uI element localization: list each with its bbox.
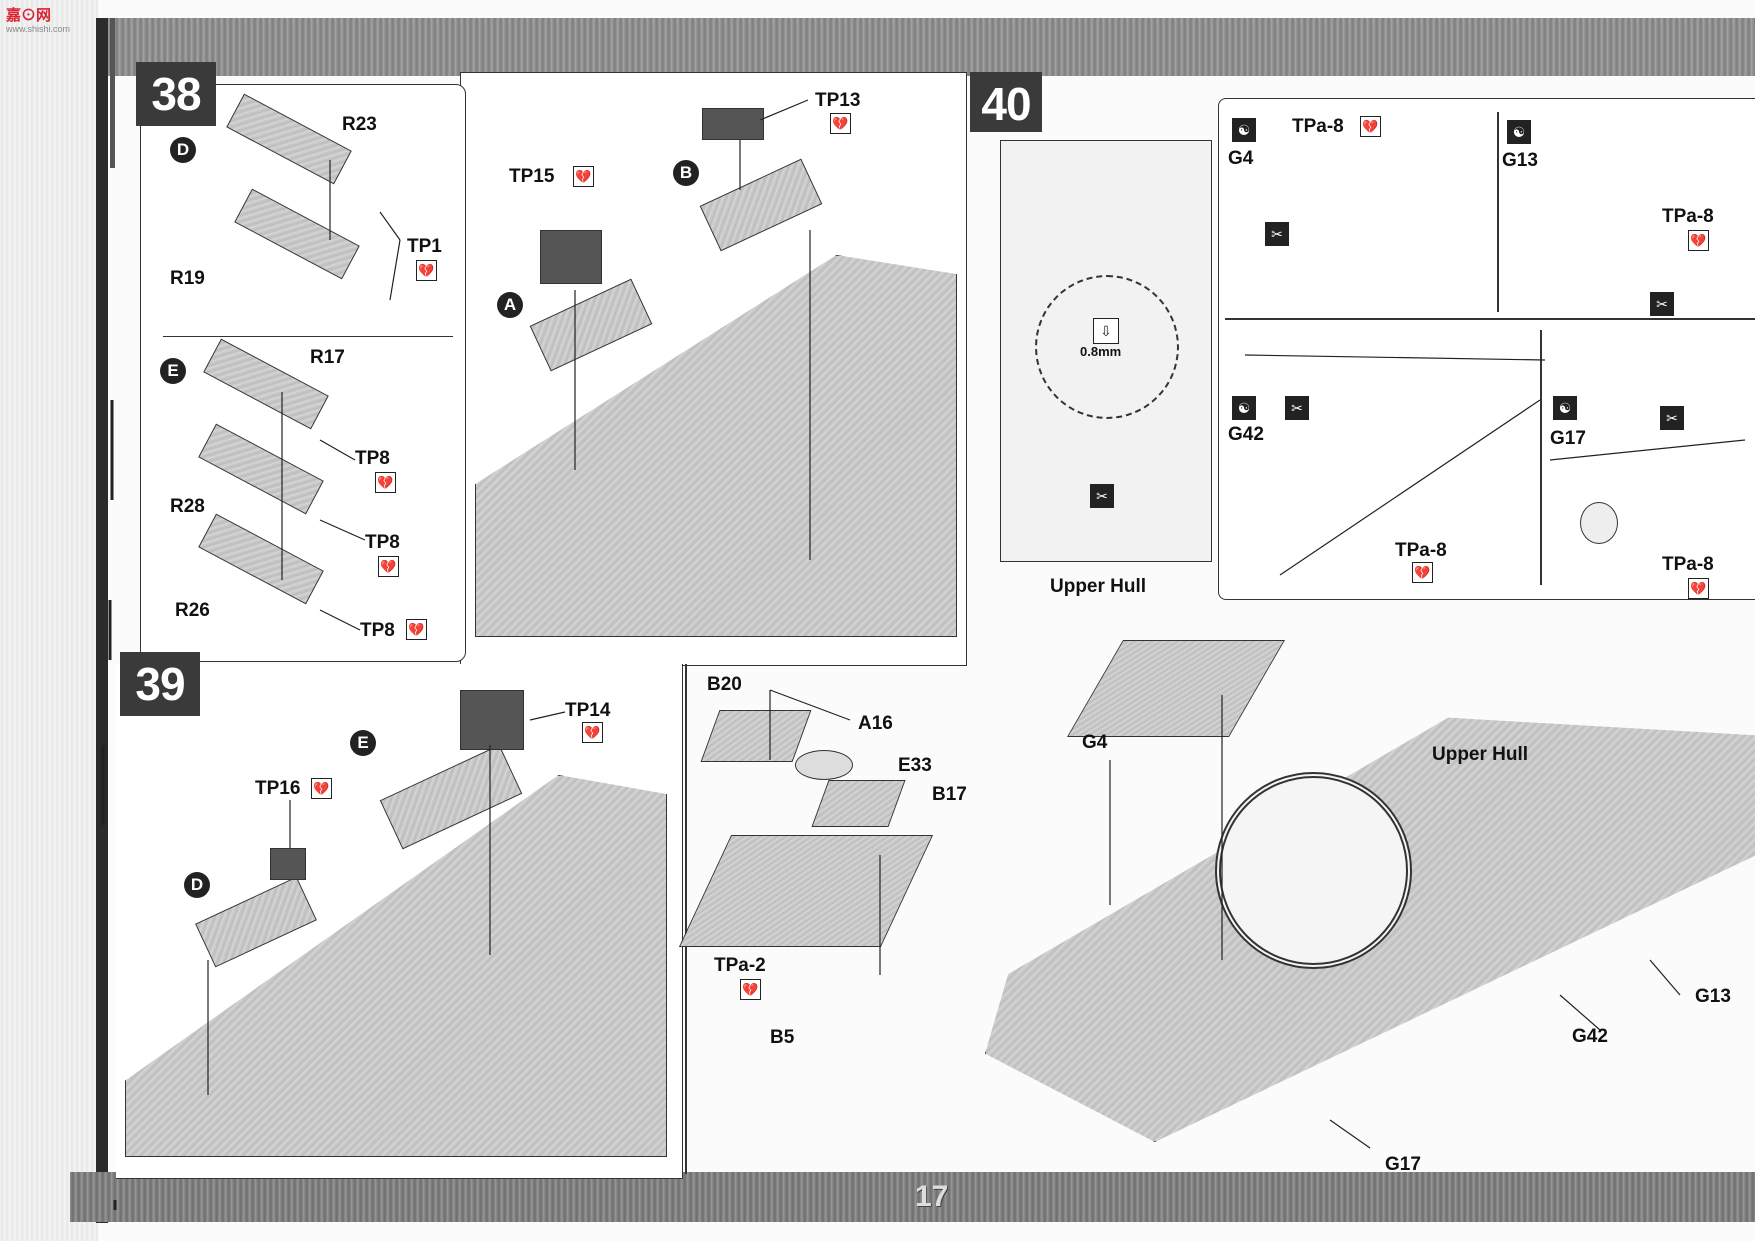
page-number: 17 <box>915 1180 949 1213</box>
page-spine-accent <box>110 18 115 168</box>
glue-icon: 💔 <box>740 979 761 1000</box>
glue-icon: 💔 <box>573 166 594 187</box>
part-label-TP14: TP14 <box>565 700 611 721</box>
photo-etch-icon: ☯ <box>1553 396 1577 420</box>
cut-icon: ✂ <box>1285 396 1309 420</box>
cut-icon: ✂ <box>1090 484 1114 508</box>
callout-B: B <box>673 160 699 186</box>
glue-icon: 💔 <box>1360 116 1381 137</box>
subpanel-divider-h <box>1225 318 1755 320</box>
part-label-TP1: TP1 <box>407 236 442 257</box>
disc-E33 <box>795 750 853 780</box>
part-label-TP16: TP16 <box>255 778 301 799</box>
part-label-G17: G17 <box>1385 1154 1421 1175</box>
page-spine <box>96 18 108 1223</box>
watermark-url: www.shishi.com <box>6 24 71 34</box>
glue-icon: 💔 <box>582 722 603 743</box>
part-label-TP8: TP8 <box>365 532 400 553</box>
part-label-upper-hull: Upper Hull <box>1050 576 1147 597</box>
part-label-G13: G13 <box>1695 986 1731 1007</box>
drill-icon: ⇩ <box>1093 318 1119 344</box>
step38-number: 38 <box>136 62 216 126</box>
photo-etch-TP14 <box>460 690 524 750</box>
glue-icon: 💔 <box>1688 230 1709 251</box>
photo-etch-icon: ☯ <box>1232 118 1256 142</box>
part-label-TPa-8: TPa-8 <box>1662 206 1714 227</box>
part-label-E33: E33 <box>898 755 932 776</box>
part-label-upper-hull: Upper Hull <box>1432 744 1529 765</box>
part-label-R23: R23 <box>342 114 377 135</box>
part-label-R26: R26 <box>175 600 210 621</box>
glue-icon: 💔 <box>1688 578 1709 599</box>
part-label-R17: R17 <box>310 347 345 368</box>
part-label-G4: G4 <box>1082 732 1108 753</box>
part-label-B5: B5 <box>770 1027 795 1048</box>
part-label-TPa-8: TPa-8 <box>1292 116 1344 137</box>
part-label-B20: B20 <box>707 674 742 695</box>
cut-icon: ✂ <box>1660 406 1684 430</box>
photo-etch-TP13 <box>702 108 764 140</box>
turret-ring <box>1215 772 1412 969</box>
callout-D: D <box>170 137 196 163</box>
drill-size-label: 0.8mm <box>1080 344 1122 359</box>
callout-D: D <box>184 872 210 898</box>
glue-icon: 💔 <box>406 619 427 640</box>
panel-divider <box>685 664 687 1174</box>
part-label-G42: G42 <box>1572 1026 1608 1047</box>
part-label-G17: G17 <box>1550 428 1586 449</box>
part-label-R19: R19 <box>170 268 205 289</box>
photo-etch-TP16 <box>270 848 306 880</box>
glue-icon: 💔 <box>416 260 437 281</box>
glue-icon: 💔 <box>378 556 399 577</box>
step39-number: 39 <box>120 652 200 716</box>
bottom-border-bar <box>70 1172 1755 1222</box>
subpanel-divider-v2 <box>1540 330 1542 585</box>
callout-E: E <box>350 730 376 756</box>
part-label-TP13: TP13 <box>815 90 861 111</box>
callout-E: E <box>160 358 186 384</box>
step38-subassembly-panel <box>140 84 466 662</box>
glue-icon: 💔 <box>1412 562 1433 583</box>
subpanel-divider-v1 <box>1497 112 1499 312</box>
headlight-part <box>1580 502 1618 544</box>
glue-icon: 💔 <box>830 113 851 134</box>
glue-icon: 💔 <box>375 472 396 493</box>
photo-etch-subpanel <box>1218 98 1755 600</box>
part-label-TP15: TP15 <box>509 166 555 187</box>
glue-icon: 💔 <box>311 778 332 799</box>
watermark-logo: 嘉⊙网 <box>6 7 52 24</box>
part-label-A16: A16 <box>858 713 893 734</box>
photo-etch-icon: ☯ <box>1232 396 1256 420</box>
part-label-TPa-8: TPa-8 <box>1395 540 1447 561</box>
part-label-G4: G4 <box>1228 148 1254 169</box>
cut-icon: ✂ <box>1650 292 1674 316</box>
part-label-R28: R28 <box>170 496 205 517</box>
scan-margin <box>0 0 98 1241</box>
turret-ring-outline <box>1035 275 1179 419</box>
part-label-B17: B17 <box>932 784 967 805</box>
top-border-bar <box>96 18 1755 76</box>
part-label-TPa-2: TPa-2 <box>714 955 766 976</box>
part-label-TPa-8: TPa-8 <box>1662 554 1714 575</box>
part-label-G13: G13 <box>1502 150 1538 171</box>
part-label-G42: G42 <box>1228 424 1264 445</box>
cut-icon: ✂ <box>1265 222 1289 246</box>
divider-line <box>163 336 453 337</box>
callout-A: A <box>497 292 523 318</box>
photo-etch-TP15 <box>540 230 602 284</box>
photo-etch-icon: ☯ <box>1507 120 1531 144</box>
step40-number: 40 <box>970 72 1042 132</box>
part-label-TP8: TP8 <box>355 448 390 469</box>
part-label-TP8: TP8 <box>360 620 395 641</box>
